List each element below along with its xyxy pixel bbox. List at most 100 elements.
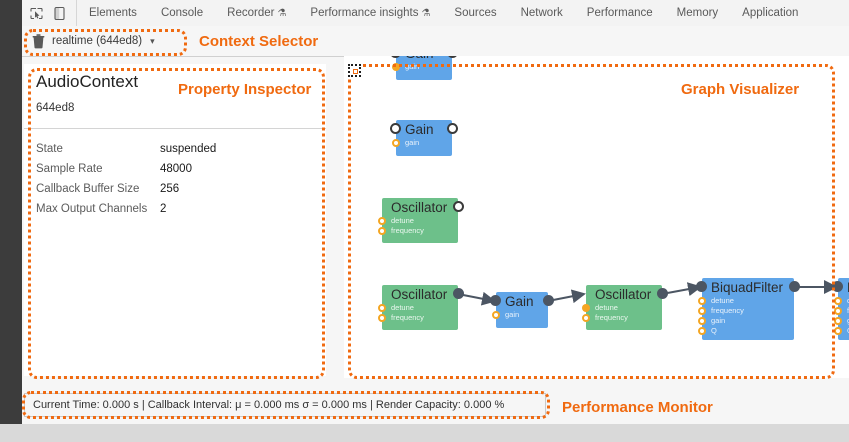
audio-param-port-gain[interactable] [834, 317, 842, 325]
context-selector-dropdown[interactable]: realtime (644ed8) ▾ [32, 30, 155, 52]
audio-param-port-Q[interactable] [698, 327, 706, 335]
property-inspector: AudioContext 644ed8 State suspended Samp… [24, 64, 326, 376]
audio-param-port-frequency[interactable] [834, 307, 842, 315]
audio-param-port-detune[interactable] [582, 304, 590, 312]
tab-memory[interactable]: Memory [665, 0, 731, 26]
left-rail [0, 0, 22, 442]
tab-label: Sources [454, 7, 497, 19]
node-output-port[interactable] [789, 281, 800, 292]
graph-node-title: Gain [396, 56, 452, 62]
property-key: Callback Buffer Size [36, 183, 140, 195]
node-output-port[interactable] [453, 201, 464, 212]
audio-param-gain: gain [405, 138, 420, 147]
audio-param-frequency: frequency [847, 306, 849, 315]
chevron-down-icon: ▾ [150, 35, 155, 46]
bottom-strip [0, 424, 849, 442]
audio-param-detune: detune [391, 216, 414, 225]
property-value: suspended [160, 143, 217, 155]
table-row: Callback Buffer Size 256 [36, 179, 216, 199]
selection-handle[interactable] [348, 64, 361, 77]
audio-param-port-Q[interactable] [834, 327, 842, 335]
tab-recorder[interactable]: Recorder⚗ [215, 0, 298, 27]
property-key: Max Output Channels [36, 203, 148, 215]
audio-param-port-detune[interactable] [378, 217, 386, 225]
property-value: 2 [160, 203, 167, 215]
context-selector-value: realtime (644ed8) [52, 35, 143, 47]
context-selector-toolbar: realtime (644ed8) ▾ [22, 26, 849, 57]
audio-param-port-detune[interactable] [378, 304, 386, 312]
audio-param-port-gain[interactable] [492, 311, 500, 319]
graph-visualizer-canvas[interactable]: GaingainGaingainOscillatordetunefrequenc… [344, 56, 849, 378]
graph-node-title: Gain [405, 122, 434, 137]
property-value: 256 [160, 183, 180, 195]
inspect-element-icon[interactable] [28, 5, 45, 22]
property-value: 48000 [160, 163, 192, 175]
experiment-flask-icon: ⚗ [421, 7, 431, 19]
divider [24, 128, 326, 129]
tab-network[interactable]: Network [509, 0, 575, 26]
tab-label: Performance [586, 7, 653, 19]
audio-param-port-frequency[interactable] [698, 307, 706, 315]
audio-param-port-frequency[interactable] [582, 314, 590, 322]
annotation-label-performance-monitor: Performance Monitor [562, 399, 713, 416]
device-toolbar-icon[interactable] [51, 5, 68, 22]
performance-monitor: Current Time: 0.000 s | Callback Interva… [24, 393, 546, 417]
tab-elements[interactable]: Elements [77, 0, 149, 26]
audio-param-port-gain[interactable] [392, 63, 400, 71]
trash-icon[interactable] [32, 33, 45, 49]
node-output-port[interactable] [447, 123, 458, 134]
property-key: Sample Rate [36, 163, 103, 175]
node-output-port[interactable] [657, 288, 668, 299]
audio-param-detune: detune [391, 303, 414, 312]
node-input-port[interactable] [832, 281, 843, 292]
node-input-port[interactable] [696, 281, 707, 292]
audio-param-port-detune[interactable] [834, 297, 842, 305]
tab-label: Recorder [227, 6, 275, 19]
node-output-port[interactable] [543, 295, 554, 306]
table-row: State suspended [36, 139, 216, 159]
performance-monitor-text: Current Time: 0.000 s | Callback Interva… [33, 399, 505, 411]
graph-node-title: BiquadFilter [838, 278, 849, 296]
devtools-tool-icons [22, 0, 77, 26]
audio-param-frequency: frequency [711, 306, 744, 315]
tab-label: Console [160, 7, 204, 19]
audio-param-detune: detune [838, 296, 849, 306]
node-input-port[interactable] [490, 295, 501, 306]
tab-sources[interactable]: Sources [442, 0, 508, 26]
audio-param-port-detune[interactable] [698, 297, 706, 305]
audio-param-frequency: frequency [391, 313, 424, 322]
context-id: 644ed8 [36, 102, 75, 114]
tab-performance-insights[interactable]: Performance insights⚗ [298, 0, 442, 27]
audio-param-port-frequency[interactable] [378, 227, 386, 235]
node-output-port[interactable] [453, 288, 464, 299]
audio-param-port-gain[interactable] [392, 139, 400, 147]
audio-param-gain: gain [405, 62, 420, 71]
annotation-label-context-selector: Context Selector [199, 33, 319, 50]
property-table: State suspended Sample Rate 48000 Callba… [36, 139, 216, 219]
tab-performance[interactable]: Performance [575, 0, 665, 26]
page-title: AudioContext [36, 72, 139, 91]
table-row: Max Output Channels 2 [36, 199, 216, 219]
table-row: Sample Rate 48000 [36, 159, 216, 179]
property-key: State [36, 143, 63, 155]
devtools-tabbar: Elements Console Recorder⚗ Performance i… [22, 0, 849, 27]
node-input-port[interactable] [390, 123, 401, 134]
tab-console[interactable]: Console [149, 0, 215, 26]
audio-param-detune: detune [595, 303, 618, 312]
tab-label: Network [520, 7, 563, 19]
audio-param-Q: Q [838, 326, 849, 336]
graph-node-title: BiquadFilter [711, 280, 784, 295]
audio-param-port-frequency[interactable] [378, 314, 386, 322]
audio-param-port-gain[interactable] [698, 317, 706, 325]
devtools-tabs: Elements Console Recorder⚗ Performance i… [77, 0, 810, 26]
tab-application[interactable]: Application [730, 0, 810, 26]
